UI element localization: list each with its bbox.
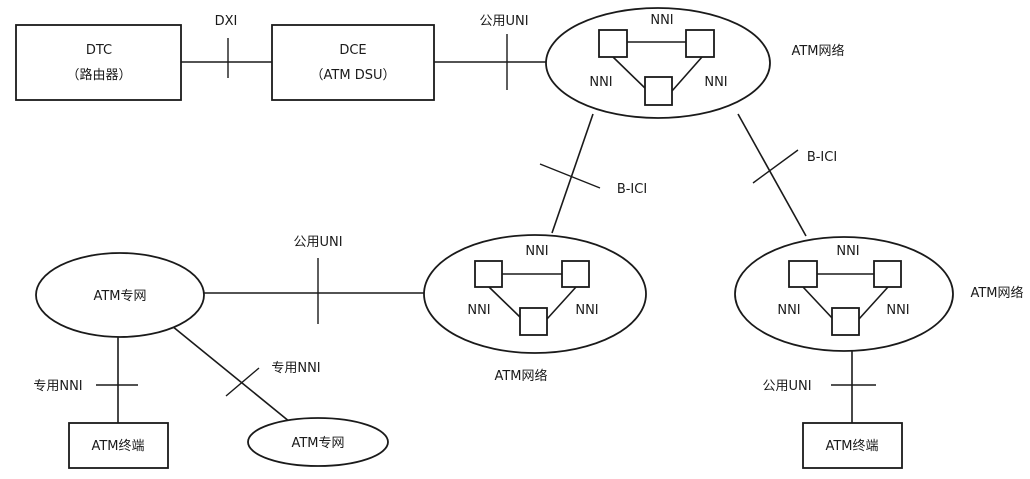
- top-to-right-network-link: [737, 113, 807, 237]
- dte-subtitle: （路由器）: [66, 67, 131, 83]
- atm-network-top-label: ATM网络: [791, 43, 844, 59]
- switch-node: [873, 260, 902, 288]
- atm-network-middle: NNI NNI NNI: [423, 234, 647, 354]
- nni-label: NNI: [886, 303, 909, 318]
- atm-network-top: NNI NNI NNI: [545, 7, 771, 119]
- switch-node: [685, 29, 715, 58]
- atm-network-right-label: ATM网络: [970, 285, 1023, 301]
- nni-label: NNI: [575, 303, 598, 318]
- dxi-label: DXI: [215, 14, 238, 29]
- public-uni-top-label: 公用UNI: [479, 14, 528, 29]
- switch-node: [561, 260, 590, 288]
- atm-network-middle-label: ATM网络: [494, 368, 547, 384]
- public-uni-middle-label: 公用UNI: [293, 235, 342, 250]
- private-nni-diag-label: 专用NNI: [271, 361, 320, 376]
- switch-node: [831, 307, 860, 336]
- switch-node: [519, 307, 548, 336]
- atm-private-net-bottom: ATM专网: [247, 417, 389, 467]
- dte-title: DTC: [86, 43, 112, 58]
- private-net-left-label: ATM专网: [93, 289, 146, 304]
- bici-right-label: B-ICI: [807, 150, 837, 165]
- bici-right-tick: [752, 149, 799, 184]
- terminal-left-label: ATM终端: [91, 438, 144, 454]
- atm-network-right: NNI NNI NNI: [734, 236, 954, 352]
- nni-label: NNI: [777, 303, 800, 318]
- private-nni-diag-tick: [225, 367, 260, 397]
- dce-title: DCE: [339, 43, 366, 58]
- public-uni-bottom-label: 公用UNI: [762, 379, 811, 394]
- switch-node: [474, 260, 503, 288]
- private-net-to-private-net-link: [171, 325, 291, 423]
- nni-label: NNI: [525, 244, 548, 259]
- switch-node: [644, 76, 673, 106]
- nni-label: NNI: [589, 75, 612, 90]
- top-to-middle-network-link: [551, 113, 594, 234]
- terminal-right-label: ATM终端: [825, 438, 878, 454]
- bici-left-tick: [539, 163, 601, 189]
- nni-label: NNI: [836, 244, 859, 259]
- atm-terminal-left: ATM终端: [68, 422, 169, 469]
- dte-router-box: DTC （路由器）: [15, 24, 182, 101]
- nni-label: NNI: [650, 13, 673, 28]
- atm-terminal-right: ATM终端: [802, 422, 903, 469]
- nni-label: NNI: [704, 75, 727, 90]
- atm-private-net-left: ATM专网: [35, 252, 205, 338]
- private-nni-left-label: 专用NNI: [33, 379, 82, 394]
- bici-left-label: B-ICI: [617, 182, 647, 197]
- switch-node: [788, 260, 818, 288]
- nni-label: NNI: [467, 303, 490, 318]
- switch-node: [598, 29, 628, 58]
- private-net-bottom-label: ATM专网: [291, 436, 344, 451]
- dce-atm-dsu-box: DCE （ATM DSU）: [271, 24, 435, 101]
- dce-subtitle: （ATM DSU）: [311, 68, 396, 83]
